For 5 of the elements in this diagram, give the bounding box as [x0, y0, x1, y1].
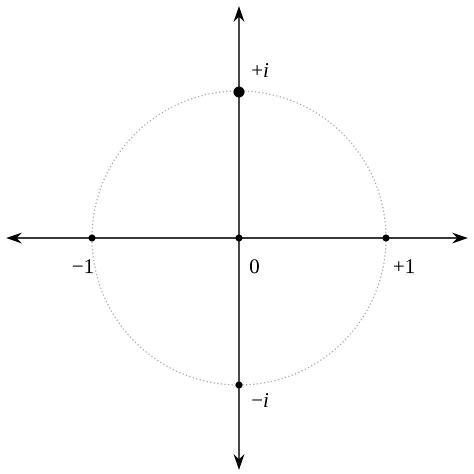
axis-label: +i	[252, 63, 268, 77]
axis-label: +1	[394, 259, 414, 274]
axis-label: 0	[250, 259, 259, 274]
axis-label: −1	[72, 259, 93, 274]
axis-label: −i	[252, 393, 268, 407]
